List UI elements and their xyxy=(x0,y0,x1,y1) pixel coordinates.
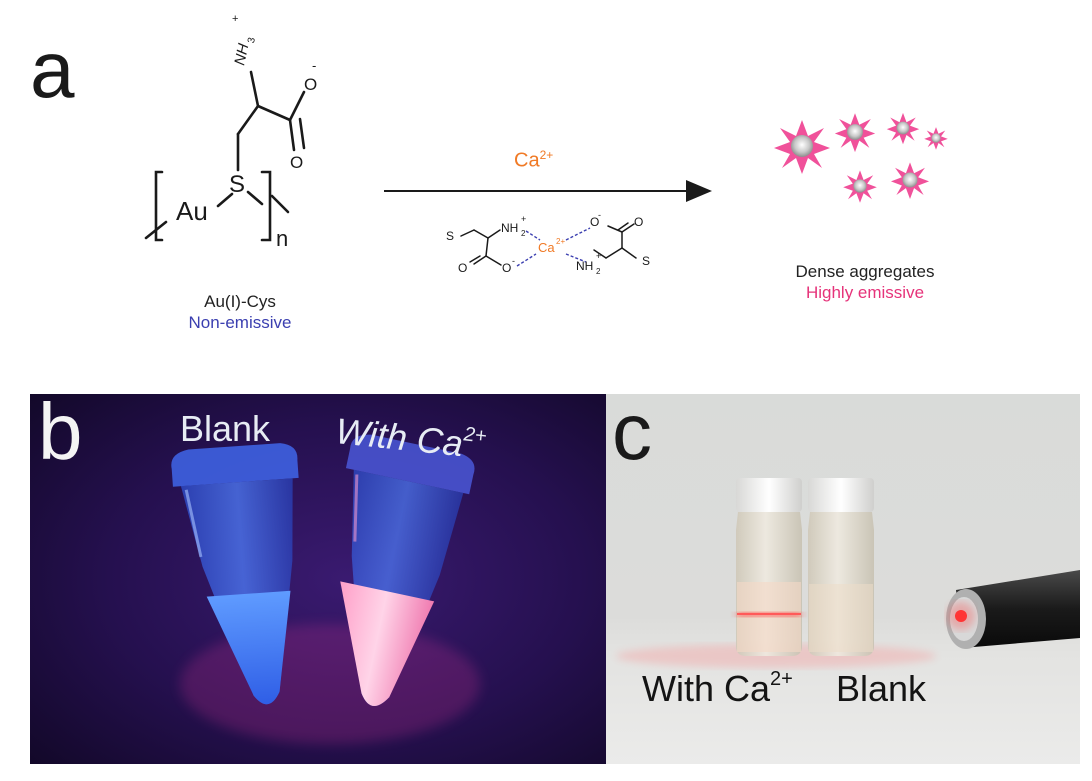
compound-name: Au(I)-Cys xyxy=(204,292,276,311)
complex-s-left: S xyxy=(446,229,454,243)
nh3-charge: + xyxy=(232,13,238,25)
aggregate-particle xyxy=(924,127,948,150)
complex-nh2-right-charge: + xyxy=(596,251,601,261)
complex-nh2-left-charge: + xyxy=(521,214,526,224)
aggregate-particle xyxy=(834,113,876,153)
photo-b-blank-label: Blank xyxy=(180,408,271,449)
reagent-charge: 2+ xyxy=(539,148,554,162)
emissive-aggregates-illustration xyxy=(774,112,948,203)
laser-vials-photo xyxy=(606,394,1080,764)
blank-vial xyxy=(808,478,874,656)
complex-nh2-right-sub: 2 xyxy=(596,267,601,276)
calcium-vial xyxy=(736,478,802,656)
complex-o-left-double: O xyxy=(458,261,467,275)
calcium-tube xyxy=(340,434,475,706)
photo-b-calcium-charge: 2+ xyxy=(462,423,488,448)
complex-ca-charge: 2+ xyxy=(556,237,565,246)
compound-property: Non-emissive xyxy=(188,313,292,332)
complex-o-right-double: O xyxy=(634,215,643,229)
aggregate-particle xyxy=(843,170,877,203)
photo-c-calcium-label: With Ca2+ xyxy=(642,668,793,710)
reagent-symbol: Ca xyxy=(514,149,540,172)
repeat-n-label: n xyxy=(276,226,288,251)
complex-s-right: S xyxy=(642,254,650,268)
au-cys-structure: Au S n NH 3 + O - O xyxy=(144,13,317,251)
complex-ca: Ca xyxy=(538,240,555,255)
complex-o-left-charge: - xyxy=(512,256,515,266)
carbonyl-oxygen-label: O xyxy=(290,153,303,172)
product-name: Dense aggregates xyxy=(795,262,935,281)
reaction-arrow xyxy=(384,180,712,202)
panel-letter-a: a xyxy=(30,25,75,114)
reagent-label: Ca2+ xyxy=(514,148,553,173)
complex-nh2-right: NH xyxy=(576,259,593,273)
nh3-label: NH xyxy=(231,42,252,67)
complex-o-right-charge: - xyxy=(598,210,601,220)
laser-pointer xyxy=(946,570,1080,649)
photo-c-calcium-charge: 2+ xyxy=(770,668,793,690)
panel-letter-b: b xyxy=(38,387,83,476)
complex-o-right: O xyxy=(590,215,599,229)
uv-vials-photo xyxy=(30,394,606,764)
aggregate-particle xyxy=(886,112,920,145)
photo-c-calcium-text: With Ca xyxy=(642,668,771,709)
complex-nh2-left-sub: 2 xyxy=(521,229,526,238)
complex-o-left: O xyxy=(502,261,511,275)
panel-letter-c: c xyxy=(612,387,652,476)
product-property: Highly emissive xyxy=(805,283,925,302)
blank-tube xyxy=(171,443,299,705)
nh3-subscript: 3 xyxy=(246,36,258,44)
carboxylate-charge: - xyxy=(312,58,316,73)
carboxylate-oxygen-label: O xyxy=(304,75,317,94)
aggregate-particle xyxy=(774,120,830,174)
au-atom-label: Au xyxy=(176,196,208,226)
aggregate-particle xyxy=(890,162,930,200)
calcium-complex-structure: S NH 2 + O O - Ca 2+ O - O NH 2 + S xyxy=(446,210,650,276)
complex-nh2-left: NH xyxy=(501,221,518,235)
s-atom-label: S xyxy=(229,171,245,198)
photo-c-blank-label: Blank xyxy=(836,668,927,709)
